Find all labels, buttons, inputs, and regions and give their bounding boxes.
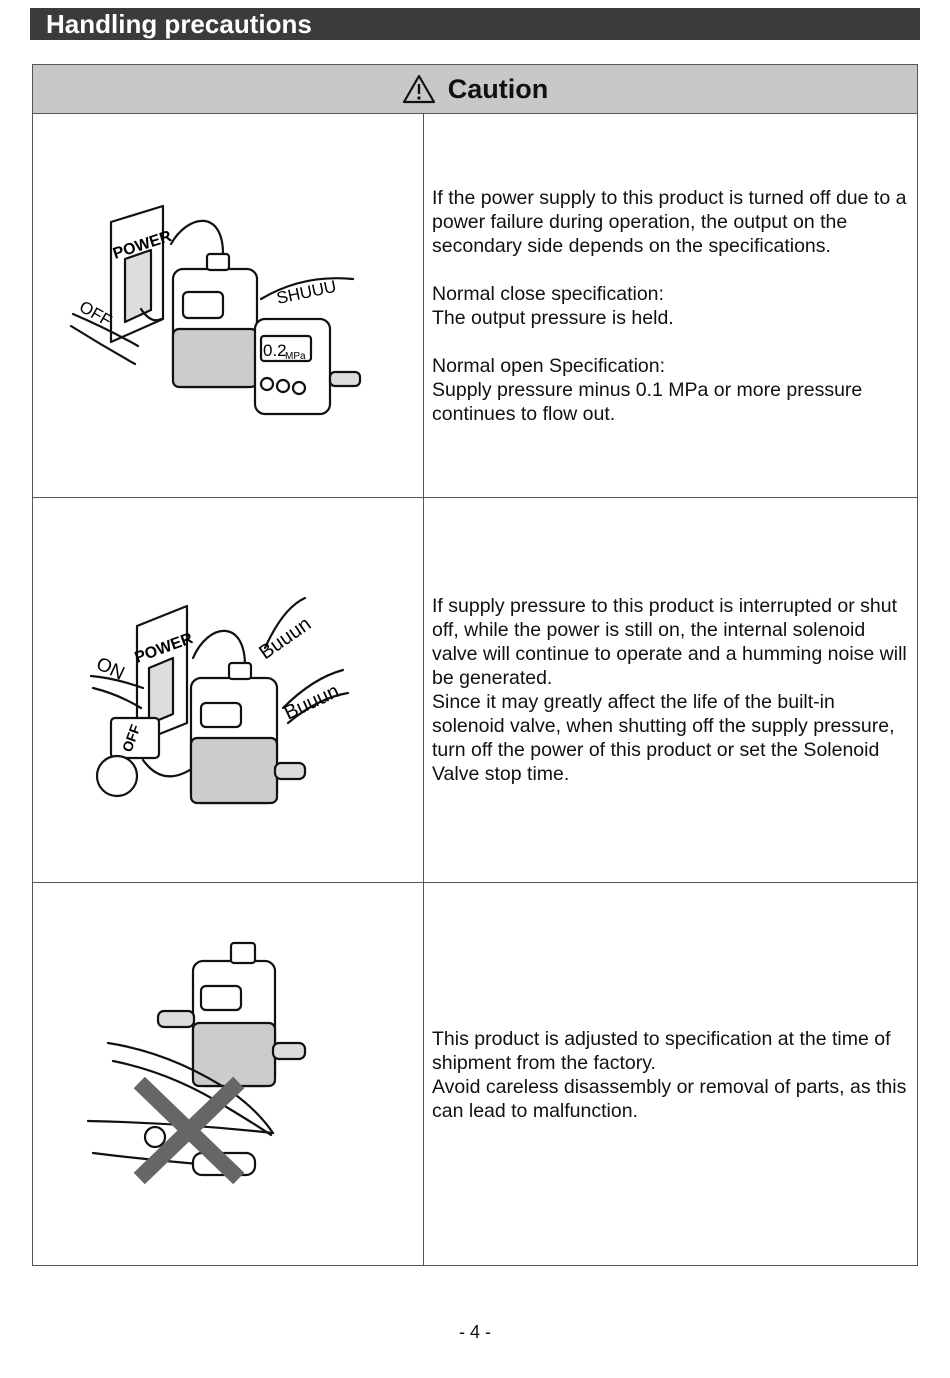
disassembly-illustration xyxy=(33,883,424,1266)
supply-interruption-illustration: POWER ON OFF Buuun Buuun xyxy=(33,498,424,882)
paragraph: If the power supply to this product is t… xyxy=(432,186,907,257)
caution-title: Caution xyxy=(447,73,549,104)
paragraph: If supply pressure to this product is in… xyxy=(432,595,907,689)
warning-triangle-icon xyxy=(402,74,435,104)
precaution-row-disassembly: This product is adjusted to specificatio… xyxy=(33,882,917,1266)
paragraph: Normal open Specification: xyxy=(432,354,666,377)
paragraph: Normal close specification: xyxy=(432,282,664,305)
precaution-row-supply-interruption: POWER ON OFF Buuun Buuun If supply press… xyxy=(33,497,917,882)
precaution-text: If the power supply to this product is t… xyxy=(432,114,907,497)
power-failure-illustration: POWER OFF SHUUU 0.2 MPa xyxy=(33,114,424,497)
precaution-row-power-failure: POWER OFF SHUUU 0.2 MPa If the power sup… xyxy=(33,113,917,497)
paragraph: Supply pressure minus 0.1 MPa or more pr… xyxy=(432,378,863,425)
paragraph: This product is adjusted to specificatio… xyxy=(432,1027,891,1074)
paragraph: Avoid careless disassembly or removal of… xyxy=(432,1075,907,1122)
precaution-text: If supply pressure to this product is in… xyxy=(432,498,907,882)
buuun-label-1: Buuun xyxy=(255,613,315,664)
buuun-label-2: Buuun xyxy=(281,680,343,724)
gauge-unit: MPa xyxy=(285,351,306,362)
paragraph: The output pressure is held. xyxy=(432,306,674,329)
paragraph: Since it may greatly affect the life of … xyxy=(432,691,895,785)
precaution-text: This product is adjusted to specificatio… xyxy=(432,883,907,1266)
off-label: OFF xyxy=(76,297,115,330)
caution-table: Caution xyxy=(32,64,918,1266)
page-number: - 4 - xyxy=(458,1322,491,1342)
gauge-value: 0.2 xyxy=(263,341,287,360)
section-title: Handling precautions xyxy=(30,8,920,40)
on-label: ON xyxy=(93,653,128,684)
caution-header: Caution xyxy=(33,65,917,114)
